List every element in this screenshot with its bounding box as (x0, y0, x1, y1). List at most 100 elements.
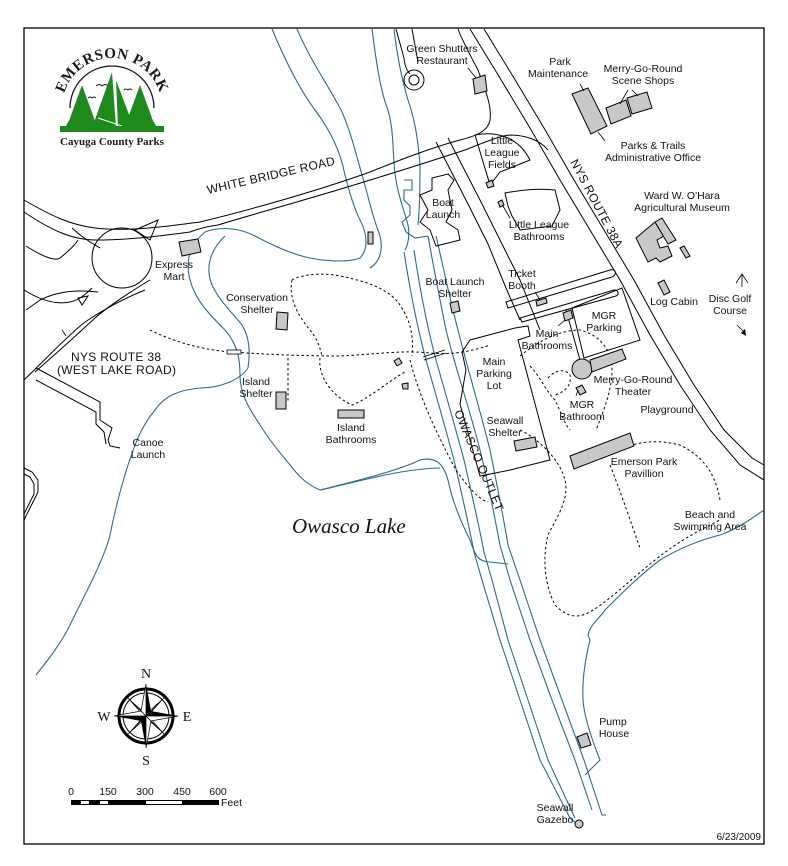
main-parking-lot-label-2: Parking (476, 368, 512, 380)
island-bathrooms-label-1: Island (337, 422, 365, 434)
playground-label: Playground (640, 404, 693, 416)
pump-house-label-1: Pump (599, 716, 627, 728)
nys-route-38-label-line1: NYS ROUTE 38 (71, 350, 161, 364)
scale-tick-600: 600 (209, 786, 227, 798)
logo-subtitle: Cayuga County Parks (60, 136, 165, 148)
mgr-theater-label-1: Merry-Go-Round (594, 374, 673, 386)
main-bathrooms-label-1: Main (536, 328, 559, 340)
main-bathrooms-building (562, 309, 574, 322)
boat-launch-shelter-label-1: Boat Launch (426, 276, 485, 288)
island-bathrooms-label-2: Bathrooms (326, 434, 377, 446)
conservation-shelter-label-2: Shelter (240, 304, 274, 316)
little-league-bathrooms-bldg (497, 199, 505, 208)
canoe-launch-label-2: Launch (131, 449, 166, 461)
seawall-shelter-building (513, 436, 538, 452)
express-mart-label-1: Express (155, 259, 193, 271)
disc-golf-label-2: Course (713, 305, 747, 317)
boat-launch-shelter-building (449, 300, 461, 314)
parks-trails-label-1: Parks & Trails (621, 140, 686, 152)
scale-tick-0: 0 (68, 786, 74, 798)
log-cabin-building (657, 279, 671, 296)
trails (149, 273, 721, 617)
disc-golf-label-1: Disc Golf (709, 293, 752, 305)
pavillion-building (569, 432, 635, 470)
museum-annex (654, 217, 677, 245)
poi-labels: Green Shutters Restaurant Park Maintenan… (131, 43, 752, 826)
scene-shop-1 (605, 99, 632, 125)
mgr-bathroom-label-1: MGR (570, 399, 595, 411)
pump-house-label-2: House (599, 728, 630, 740)
green-shutters-label-2: Restaurant (416, 55, 467, 67)
little-league-fields-label-2: League (484, 147, 519, 159)
buildings (178, 74, 691, 829)
main-bathrooms-label-2: Bathrooms (522, 340, 573, 352)
little-league-bathrooms-label-2: Bathrooms (514, 231, 565, 243)
ticket-booth-label-2: Booth (508, 280, 536, 292)
scale-tick-300: 300 (136, 786, 154, 798)
seawall-gazebo-label-1: Seawall (537, 802, 574, 814)
sail-icon (92, 72, 116, 128)
park-maintenance-building (571, 87, 608, 135)
water-features (35, 28, 765, 823)
pavillion-label-2: Pavillion (624, 468, 663, 480)
island-shelter-label-1: Island (242, 376, 270, 388)
museum-label-1: Ward W. O'Hara (644, 190, 720, 202)
ticket-booth-building (535, 297, 548, 307)
ticket-booth-label-1: Ticket (508, 268, 536, 280)
leader-lines (61, 67, 749, 397)
museum-label-2: Agricultural Museum (634, 202, 730, 214)
trail-marker-2 (401, 382, 409, 390)
mgr-bathroom-label-2: Bathroom (559, 411, 605, 423)
conservation-shelter-building (275, 311, 289, 331)
seawall-shelter-label-2: Shelter (488, 427, 522, 439)
roads (23, 28, 765, 521)
island-shelter-building (275, 391, 287, 410)
green-shutters-label-1: Green Shutters (406, 43, 477, 55)
mgr-theater-building (589, 348, 627, 373)
express-mart-label-2: Mart (164, 271, 185, 283)
trail-marker-1 (393, 357, 403, 367)
scale-bar: 0 150 300 450 600 Feet (68, 786, 242, 809)
little-league-fields-label-1: Little (491, 135, 513, 147)
boat-launch-label-2: Launch (426, 209, 461, 221)
mgr-theater-rotunda (571, 358, 593, 380)
compass-north: N (141, 667, 151, 682)
mgr-theater-label-2: Theater (615, 386, 652, 398)
boat-launch-label-1: Boat (432, 197, 454, 209)
small-building (367, 231, 374, 245)
scene-shops-label-1: Merry-Go-Round (604, 63, 683, 75)
scale-tick-450: 450 (173, 786, 191, 798)
parks-trails-label-2: Administrative Office (605, 152, 701, 164)
conservation-shelter-label-1: Conservation (226, 292, 288, 304)
footbridge-west (226, 349, 242, 355)
island-bathrooms-building (337, 409, 365, 419)
pavillion-label-1: Emerson Park (611, 456, 678, 468)
seawall-shelter-label-1: Seawall (487, 415, 524, 427)
scale-tick-150: 150 (99, 786, 117, 798)
compass-south: S (142, 754, 150, 769)
mgr-parking-label-1: MGR (592, 310, 617, 322)
mgr-parking-label-2: Parking (586, 322, 622, 334)
boat-launch-shelter-label-2: Shelter (438, 288, 472, 300)
mgr-bathroom-building (575, 384, 587, 396)
seawall-gazebo-building (574, 819, 584, 829)
beach-label-2: Swimming Area (674, 521, 747, 533)
compass-east: E (183, 710, 192, 725)
beach-label-1: Beach and (685, 509, 735, 521)
map-date: 6/23/2009 (717, 832, 762, 843)
scene-shop-2 (626, 91, 653, 115)
little-league-bathrooms-label-1: Little League (509, 219, 569, 231)
owasco-lake-label: Owasco Lake (292, 514, 406, 538)
express-mart-building (178, 238, 202, 257)
compass-rose-icon: N S E W (97, 667, 191, 769)
seawall-gazebo-label-2: Gazebo (537, 814, 574, 826)
footbridge-outlet (422, 349, 447, 361)
pump-house-building (576, 732, 592, 749)
park-maintenance-label-2: Maintenance (528, 68, 588, 80)
green-shutters-building (472, 74, 488, 95)
museum-annex-2 (679, 245, 691, 259)
canoe-launch-label-1: Canoe (133, 437, 164, 449)
park-maintenance-label-1: Park (549, 56, 571, 68)
island-shelter-label-2: Shelter (239, 388, 273, 400)
